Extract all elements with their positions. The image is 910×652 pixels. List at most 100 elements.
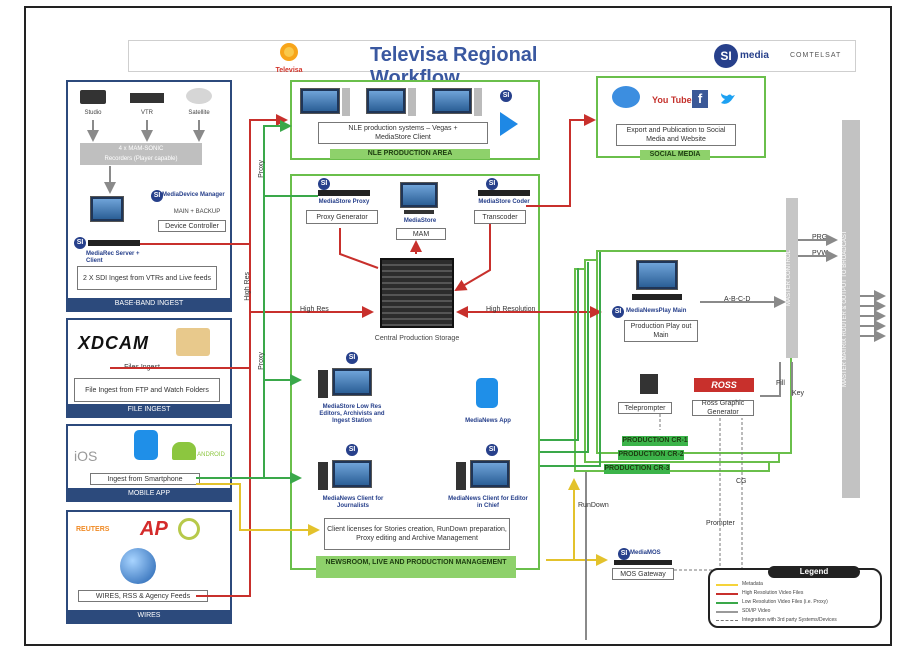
pc-tower-icon xyxy=(408,88,416,116)
legend-item-label: Integration with 3rd party Systems/Devic… xyxy=(742,617,837,623)
pc-tower-icon xyxy=(318,370,328,398)
router-block: 4 x MAM-SONIC Recorders (Player capable) xyxy=(80,143,202,165)
si-badge-icon: SI xyxy=(346,444,358,456)
news-client-journalists: MediaNews Client for Journalists xyxy=(322,496,384,509)
news-app-label: MediaNews App xyxy=(465,418,511,424)
mam-name: MediaStore xyxy=(403,218,437,224)
newsroom-caption: Client licenses for Stories creation, Ru… xyxy=(324,518,510,550)
wires-label: WIRES xyxy=(68,610,230,622)
coder-server-icon xyxy=(478,190,530,196)
feed-logo-icon xyxy=(178,518,200,540)
si-badge-icon: SI xyxy=(486,444,498,456)
output-router-bar: MASTER MATRIX ROUTER & OUTPUT TO BROADCA… xyxy=(842,120,860,498)
vegas-play-icon xyxy=(500,112,518,136)
teleprompter: Teleprompter xyxy=(618,402,672,414)
facebook-icon: f xyxy=(692,90,708,108)
central-storage: Central Production Storage xyxy=(374,335,460,342)
si-badge-icon: SI xyxy=(486,178,498,190)
transcoder: Transcoder xyxy=(474,210,526,224)
device-controller: Device Controller xyxy=(158,220,226,232)
televisa-logo-text: Televisa xyxy=(275,67,303,74)
newsroom-label: NEWSROOM, LIVE AND PRODUCTION MANAGEMENT xyxy=(316,556,516,578)
pc-tower-icon xyxy=(456,462,466,490)
android-label: ANDROID xyxy=(197,452,225,458)
legend-item-integration: Integration with 3rd party Systems/Devic… xyxy=(716,616,876,625)
nle-caption-line-1: NLE production systems – Vegas + xyxy=(348,125,458,132)
pc-tower-icon xyxy=(318,462,328,490)
pc-tower-icon xyxy=(474,88,482,116)
news-client-editor: MediaNews Client for Editor in Chief xyxy=(448,496,528,509)
production-cr-1-label: PRODUCTION CR-1 xyxy=(622,436,688,446)
baseband-label: BASE-BAND INGEST xyxy=(68,298,230,310)
reuters-logo: REUTERS xyxy=(76,526,110,533)
proxy-lower-label: Proxy xyxy=(258,352,265,370)
smartphone-icon xyxy=(134,430,158,460)
nle-label: NLE PRODUCTION AREA xyxy=(330,149,490,159)
si-badge-icon: SI xyxy=(612,306,624,318)
si-badge-icon: SI xyxy=(346,352,358,364)
key-label: Key xyxy=(792,390,805,397)
studio-camera-icon xyxy=(80,90,106,104)
legend-item-label: High Resolution Video Files xyxy=(742,590,804,596)
router-line-2: Recorders (Player capable) xyxy=(104,156,178,162)
vtr-icon xyxy=(130,93,164,103)
storage-array-icon xyxy=(380,258,454,328)
teleprompter-icon xyxy=(640,374,658,394)
legend-item-low-res: Low Resolution Video Files (i.e. Proxy) xyxy=(716,598,876,607)
mam: MAM xyxy=(396,228,446,240)
social-label: SOCIAL MEDIA xyxy=(640,150,710,160)
device-manager-sub: MAIN + BACKUP xyxy=(173,209,221,215)
mobile-caption: Ingest from Smartphone xyxy=(90,473,200,485)
legend-title: Legend xyxy=(768,566,860,578)
transcoder-name: MediaStore Coder xyxy=(478,199,530,205)
file-ingest-label: FILE INGEST xyxy=(68,404,230,416)
si-media-logo: SI xyxy=(714,44,738,68)
si-badge-icon: SI xyxy=(151,190,163,202)
production-cr-3-label: PRODUCTION CR-3 xyxy=(604,464,670,474)
rundown-label: RunDown xyxy=(578,502,609,509)
play-name: MediaNewsPlay Main xyxy=(626,308,687,314)
legend-swatch xyxy=(716,592,738,595)
social-caption: Export and Publication to Social Media a… xyxy=(616,124,736,146)
nle-workstation-icon xyxy=(432,88,472,114)
pc-tower-icon xyxy=(342,88,350,116)
legend-swatch xyxy=(716,610,738,613)
prg-label: PRG xyxy=(812,234,828,241)
pvw-label: PVW xyxy=(812,250,828,257)
proxy-lines xyxy=(196,120,601,484)
legend-item-label: Metadata xyxy=(742,581,763,587)
proxy-generator: Proxy Generator xyxy=(306,210,378,224)
baseband-caption: 2 X SDI Ingest from VTRs and Live feeds xyxy=(77,266,217,290)
integration-lines xyxy=(659,414,743,571)
metadata-lines xyxy=(196,478,608,566)
si-badge-icon: SI xyxy=(618,548,630,560)
legend-swatch xyxy=(716,601,738,604)
ios-logo: iOS xyxy=(74,448,98,464)
sdi-lines xyxy=(585,234,886,640)
fill-label: Fill xyxy=(776,380,785,387)
si-badge-icon: SI xyxy=(318,178,330,190)
nle-workstation-icon xyxy=(366,88,406,114)
mos-server-icon xyxy=(614,560,672,565)
globe-icon xyxy=(120,548,156,584)
edit-station-monitor-icon xyxy=(332,368,372,396)
prompter-label: Prompter xyxy=(706,520,735,527)
keyboard-icon xyxy=(404,210,434,214)
legend-item-label: Low Resolution Video Files (i.e. Proxy) xyxy=(742,599,828,605)
source-arrows xyxy=(87,120,205,194)
mos-name: MediaMOS xyxy=(630,550,661,556)
rec-server-icon xyxy=(88,240,140,246)
source-vtr: VTR xyxy=(141,110,153,116)
si-badge-icon: SI xyxy=(74,237,86,249)
file-ingest-caption: File Ingest from FTP and Watch Folders xyxy=(74,378,220,402)
televisa-logo: Televisa xyxy=(271,42,307,74)
source-satellite: Satellite xyxy=(188,110,210,116)
high-res-vertical-label: High Res xyxy=(244,272,251,301)
device-manager-name: MediaDevice Manager xyxy=(162,192,225,198)
nle-caption-line-2: MediaStore Client xyxy=(375,134,431,141)
android-icon xyxy=(172,442,196,460)
production-cr-2-label: PRODUCTION CR-2 xyxy=(618,450,684,460)
ap-logo: AP xyxy=(140,518,168,540)
news-app-phone-icon xyxy=(476,378,498,408)
production-cr-1-panel xyxy=(596,250,792,454)
